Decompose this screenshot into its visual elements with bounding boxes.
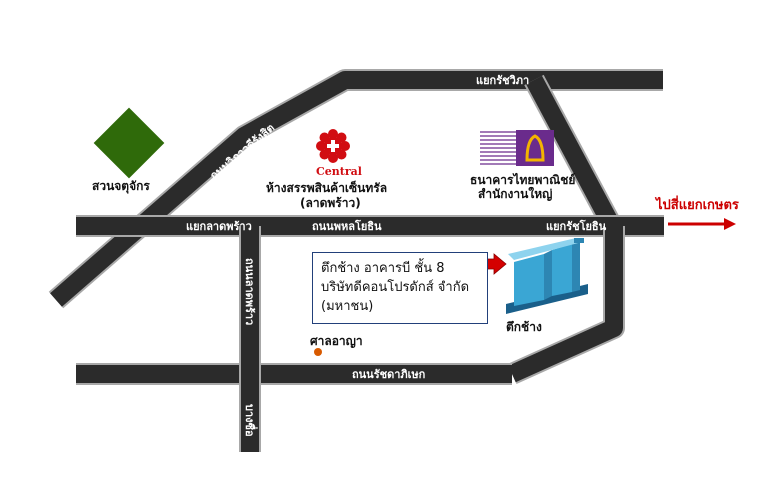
- label-top-junction: แยกรัชวิภา: [476, 74, 529, 87]
- info-line-3: (มหาชน): [321, 299, 374, 314]
- label-bang-sue: บางซื่อ: [243, 404, 258, 437]
- company-info-box: ตึกช้าง อาคารบี ชั้น 8 บริษัทดีคอนโปรดัก…: [312, 252, 488, 324]
- label-ratchadaphisek: ถนนรัชดาภิเษก: [352, 368, 426, 381]
- park-icon: [93, 107, 165, 179]
- label-junction-ratchayothin: แยกรัชโยธิน: [546, 219, 607, 233]
- label-central-line1: ห้างสรรพสินค้าเซ็นทรัล: [266, 180, 387, 195]
- info-line-1: ตึกช้าง อาคารบี ชั้น 8: [321, 261, 445, 276]
- label-elephant-building: ตึกช้าง: [506, 320, 542, 334]
- destination-label: ไปสี่แยกเกษตร: [656, 198, 739, 213]
- shrine-marker-icon: [314, 348, 322, 356]
- label-park: สวนจตุจักร: [92, 179, 150, 194]
- label-phahon-yothin: ถนนพหลโยธิน: [312, 219, 382, 233]
- central-brand-text: Central: [316, 165, 362, 178]
- label-bank-line2: สำนักงานใหญ่: [478, 186, 552, 201]
- info-line-2: บริษัทดีคอนโปรดักส์ จำกัด: [321, 280, 470, 295]
- label-junction-lat-phrao: แยกลาดพร้าว: [186, 220, 252, 233]
- elephant-building-icon: [506, 238, 588, 314]
- destination-arrow-icon: [668, 218, 736, 230]
- scb-logo-icon: [480, 130, 554, 166]
- label-bank-line1: ธนาคารไทยพาณิชย์: [470, 172, 575, 187]
- label-shrine: ศาลอาญา: [310, 334, 363, 348]
- label-central-line2: (ลาดพร้าว): [300, 196, 361, 210]
- central-logo-icon: [316, 129, 350, 163]
- road-network: [48, 69, 664, 452]
- label-lat-phrao-road: ถนนลาดพร้าว: [243, 258, 256, 325]
